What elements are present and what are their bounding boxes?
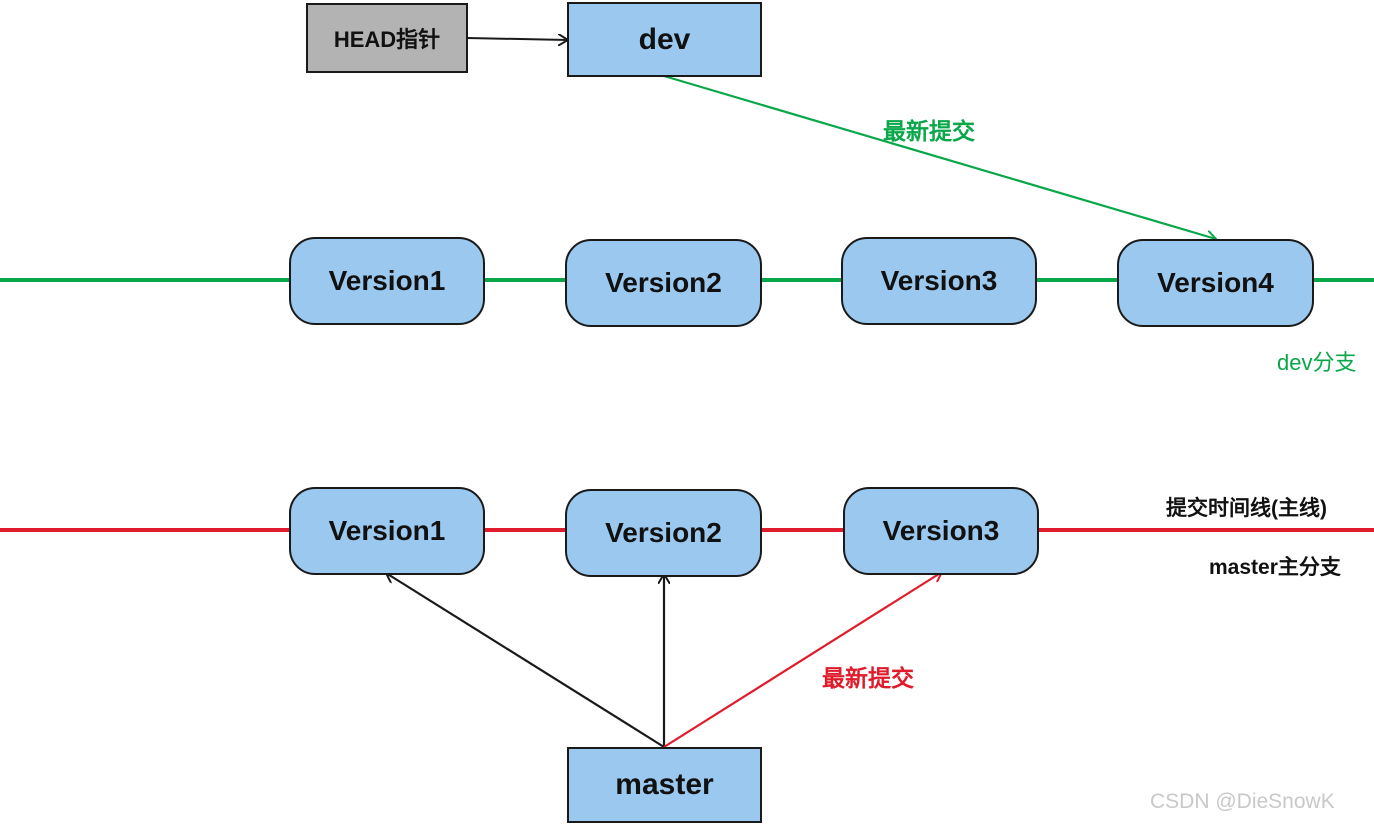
master-latest-commit-arrow: [663, 572, 942, 748]
master-version3-label: Version3: [882, 515, 1000, 546]
dev-version3-node: Version3: [841, 237, 1037, 325]
dev-latest-commit-arrow: [663, 74, 1216, 239]
head-pointer-box: HEAD指针: [306, 3, 468, 73]
head-pointer-label: HEAD指针: [333, 27, 441, 52]
master-to-version1-arrow: [386, 573, 665, 748]
master-latest-commit-label: 最新提交: [822, 665, 914, 691]
master-version1-node: Version1: [289, 487, 485, 575]
dev-version3-label: Version3: [880, 265, 998, 296]
dev-latest-commit-label: 最新提交: [883, 118, 975, 144]
dev-version2-node: Version2: [565, 239, 762, 327]
master-pointer-label: master: [615, 768, 714, 801]
dev-version4-node: Version4: [1117, 239, 1314, 327]
dev-version4-label: Version4: [1157, 267, 1274, 298]
dev-version2-label: Version2: [605, 267, 722, 298]
master-pointer-box: master: [567, 747, 762, 823]
master-version3-node: Version3: [843, 487, 1039, 575]
dev-version1-label: Version1: [328, 265, 446, 296]
master-version2-node: Version2: [565, 489, 762, 577]
master-version2-label: Version2: [605, 517, 722, 548]
dev-version1-node: Version1: [289, 237, 485, 325]
dev-pointer-box: dev: [567, 2, 762, 77]
head-to-dev-arrow: [466, 38, 568, 40]
master-timeline-label: 提交时间线(主线): [1166, 497, 1327, 520]
dev-branch-label: dev分支: [1277, 350, 1357, 375]
master-branch-label: master主分支: [1209, 556, 1341, 579]
dev-pointer-label: dev: [638, 22, 691, 56]
watermark-text: CSDN @DieSnowK: [1150, 790, 1335, 813]
master-version1-label: Version1: [328, 515, 446, 546]
